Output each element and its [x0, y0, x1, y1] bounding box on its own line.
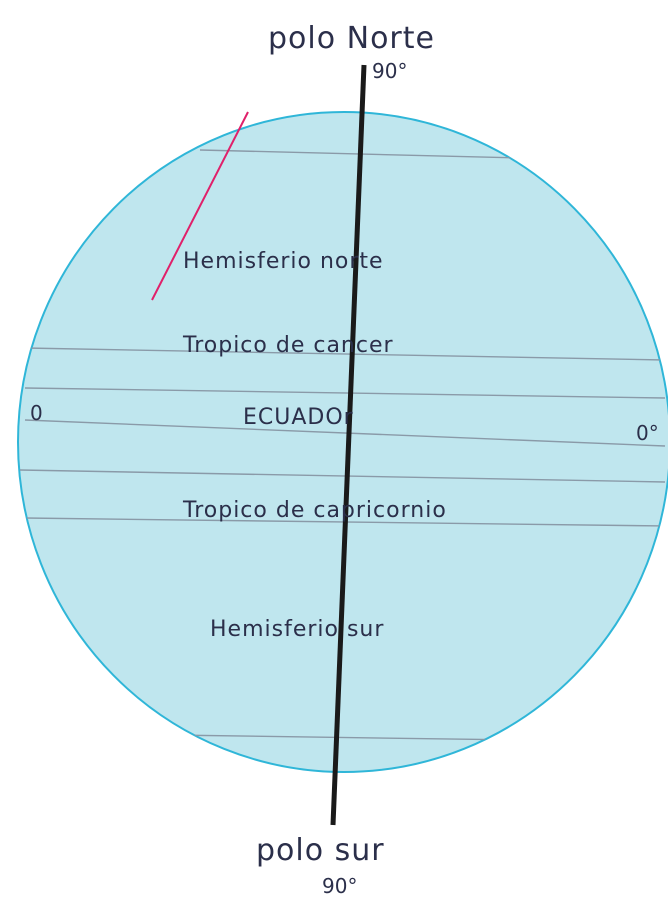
south-pole-label: polo sur [256, 833, 385, 868]
label-tropico-capricornio: Tropico de capricornio [182, 498, 447, 523]
latitude-line-bottom [169, 734, 521, 741]
latitude-line-equator-upper [24, 387, 666, 399]
label-hemisferio-sur: Hemisferio sur [210, 617, 384, 642]
globe [17, 111, 668, 773]
equator-left-degrees: 0 [30, 401, 43, 425]
label-hemisferio-norte: Hemisferio norte [183, 249, 384, 274]
label-ecuador: ECUADOr [243, 405, 354, 430]
north-pole-label: polo Norte [268, 21, 435, 56]
earth-axis [330, 64, 367, 826]
latitude-line-cancer [24, 347, 666, 361]
south-pole-degrees: 90° [322, 874, 357, 898]
north-pole-degrees: 90° [372, 59, 407, 83]
latitude-line-equator-lower [24, 419, 666, 447]
pink-mark [151, 111, 249, 301]
latitude-line-capricorn [19, 469, 666, 483]
equator-right-degrees: 0° [636, 421, 659, 445]
label-tropico-cancer: Tropico de cancer [182, 333, 394, 358]
